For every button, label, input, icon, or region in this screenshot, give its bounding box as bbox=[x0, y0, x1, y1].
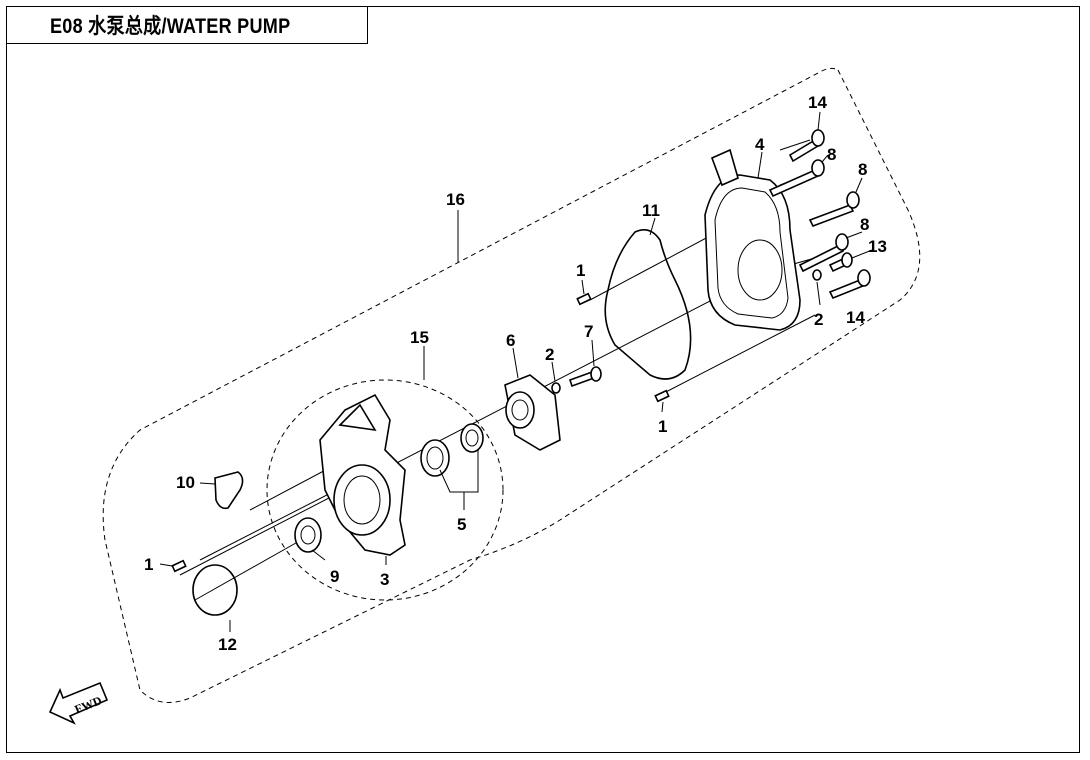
callout-10: 10 bbox=[176, 473, 195, 492]
callout-9: 9 bbox=[330, 567, 339, 586]
callout-2-right: 2 bbox=[814, 310, 823, 329]
forward-direction-arrow: FWD bbox=[48, 681, 109, 725]
callout-1-top: 1 bbox=[576, 261, 585, 280]
washer-2-left bbox=[551, 382, 561, 394]
callout-labels: 14 4 8 8 8 13 2 14 16 11 1 7 2 6 15 1 10… bbox=[144, 93, 887, 654]
callout-8-middle: 8 bbox=[858, 160, 867, 179]
dowel-pin-1-top bbox=[576, 292, 592, 306]
title-block: E08 水泵总成/WATER PUMP bbox=[6, 6, 368, 44]
leader-lines bbox=[159, 111, 873, 632]
gasket-11 bbox=[604, 229, 692, 380]
callout-6: 6 bbox=[506, 331, 515, 350]
small-gasket-10 bbox=[214, 471, 244, 510]
callout-3: 3 bbox=[380, 570, 389, 589]
mechanical-seal-5 bbox=[420, 423, 484, 477]
pump-cover-3 bbox=[319, 393, 406, 556]
callout-8-lower: 8 bbox=[860, 215, 869, 234]
callout-8-top: 8 bbox=[827, 145, 836, 164]
callout-5: 5 bbox=[457, 515, 466, 534]
washer-2-right bbox=[812, 269, 822, 281]
bearing-9 bbox=[294, 517, 322, 553]
bolts bbox=[768, 129, 871, 300]
o-ring-12 bbox=[192, 564, 238, 616]
callout-2-left: 2 bbox=[545, 345, 554, 364]
callout-13: 13 bbox=[868, 237, 887, 256]
assembly-boundary-16 bbox=[102, 67, 921, 703]
subassembly-circle-15 bbox=[266, 379, 504, 601]
drawing-frame bbox=[6, 6, 1080, 753]
callout-15: 15 bbox=[410, 328, 429, 347]
callout-1-right: 1 bbox=[658, 417, 667, 436]
callout-4: 4 bbox=[755, 135, 765, 154]
callout-14-bottom: 14 bbox=[846, 308, 865, 327]
impeller-6 bbox=[504, 374, 561, 451]
shaft-bolt-7 bbox=[568, 366, 602, 388]
callout-1-left: 1 bbox=[144, 555, 153, 574]
callout-11: 11 bbox=[642, 201, 660, 220]
callout-12: 12 bbox=[218, 635, 237, 654]
pump-housing-4 bbox=[704, 148, 801, 331]
callout-7: 7 bbox=[584, 322, 593, 341]
callout-16: 16 bbox=[446, 190, 465, 209]
callout-14-top: 14 bbox=[808, 93, 827, 112]
dowel-pin-1-right bbox=[654, 389, 670, 403]
dowel-pin-1-left bbox=[171, 559, 187, 573]
diagram-title: E08 水泵总成/WATER PUMP bbox=[50, 14, 291, 38]
